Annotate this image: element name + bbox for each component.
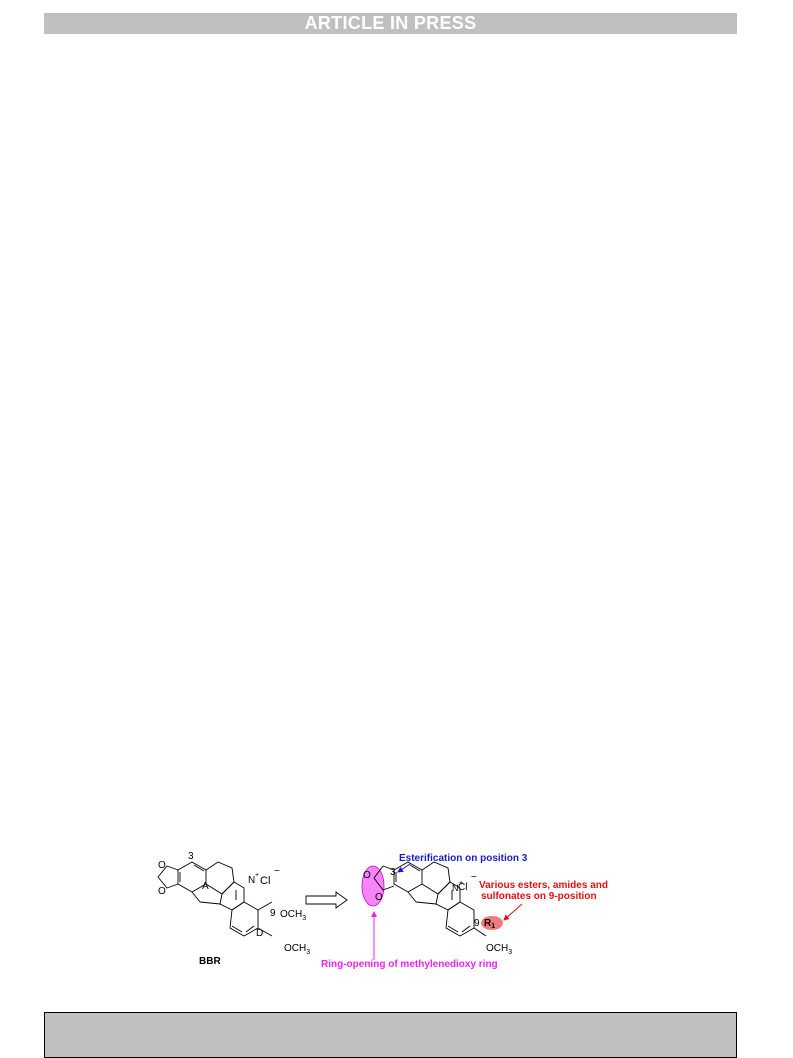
bbr-name: BBR <box>199 956 221 967</box>
bbr-position-3: 3 <box>188 851 194 862</box>
article-in-press-banner: ARTICLE IN PRESS <box>44 13 737 34</box>
bbr-och3-top: OCH3 <box>280 909 306 922</box>
derivative-structure <box>373 861 487 937</box>
ring-opening-annotation: Ring-opening of methylenedioxy ring <box>321 959 498 970</box>
deriv-position-9: 9 <box>474 918 480 929</box>
bbr-position-9: 9 <box>270 908 276 919</box>
bbr-minus: − <box>274 866 280 877</box>
deriv-n-plus: N <box>452 883 459 893</box>
esterification-annotation: Esterification on position 3 <box>399 853 528 864</box>
reaction-scheme: O O 3 A N + Cl − 9 OCH3 D OCH3 BBR O O 3… <box>140 838 640 978</box>
r1-highlight <box>481 916 503 930</box>
various-esters-arrow <box>503 903 523 921</box>
various-esters-line1: Various esters, amides and <box>479 880 608 891</box>
bbr-n-plus: N <box>248 875 255 886</box>
bbr-och3-bottom: OCH3 <box>284 943 310 956</box>
methylenedioxy-highlight <box>361 865 385 907</box>
bbr-ring-a-label: A <box>202 881 209 892</box>
bbr-plus: + <box>255 872 259 879</box>
bbr-o-top: O <box>158 860 166 871</box>
transformation-arrow <box>305 891 348 909</box>
deriv-o-top: O <box>363 870 371 881</box>
esterification-arrow <box>397 863 411 873</box>
bbr-o-bottom: O <box>158 886 166 897</box>
various-esters-line2: sulfonates on 9-position <box>481 891 597 902</box>
deriv-cl: Cl <box>458 882 467 893</box>
bbr-structure <box>157 861 273 937</box>
deriv-o-bottom: O <box>375 892 383 903</box>
deriv-r1: R1 <box>484 918 495 930</box>
bbr-ring-d-label: D <box>256 928 263 939</box>
deriv-plus: + <box>459 880 463 887</box>
deriv-position-3: 3 <box>390 867 396 878</box>
bbr-cl: Cl <box>260 875 270 887</box>
deriv-minus: − <box>471 872 477 883</box>
deriv-och3: OCH3 <box>486 943 512 956</box>
footer-bar <box>44 1012 737 1058</box>
